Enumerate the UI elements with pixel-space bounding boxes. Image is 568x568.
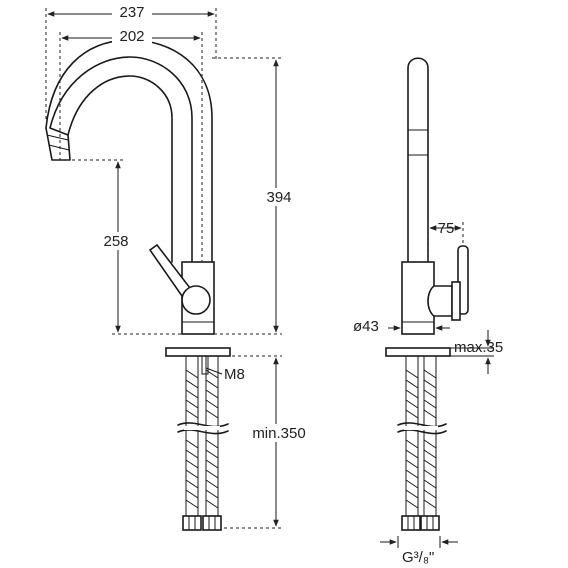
deck-plate: [165, 347, 231, 357]
side-view: [385, 57, 469, 531]
side-deck-plate: [385, 347, 451, 357]
dim-spout-reach: 202: [119, 28, 144, 45]
dim-connection: G³/₈": [402, 549, 434, 566]
side-hose-nut-right: [420, 515, 440, 531]
dim-thread: M8: [224, 366, 245, 383]
spout-outer-line: [45, 39, 213, 263]
side-lever-hub: [427, 285, 453, 317]
spout-outlet: [45, 127, 71, 161]
dim-overall-width: 237: [119, 4, 144, 21]
supply-hoses: [177, 355, 229, 517]
dim-lever-offset: 75: [438, 220, 455, 237]
dim-spout-height: 258: [103, 233, 128, 250]
hose-nut-left: [182, 515, 202, 531]
dim-total-height: 394: [266, 189, 291, 206]
side-hose-nut-left: [401, 515, 421, 531]
lever-hub: [181, 285, 211, 315]
side-supply-hoses: [397, 355, 447, 517]
front-view: [45, 39, 231, 531]
hose-nut-right: [202, 515, 222, 531]
side-spout: [407, 57, 429, 263]
dim-base-diameter: ø43: [353, 318, 379, 335]
spout: [49, 56, 193, 263]
front-dimensions: 237 202 394 258 M8 min.350: [45, 2, 318, 529]
side-dimensions: 75 ø43 max.35 G³/₈": [353, 220, 503, 566]
dim-hose-length: min.350: [252, 425, 305, 442]
dim-deck-thickness: max.35: [454, 339, 503, 356]
